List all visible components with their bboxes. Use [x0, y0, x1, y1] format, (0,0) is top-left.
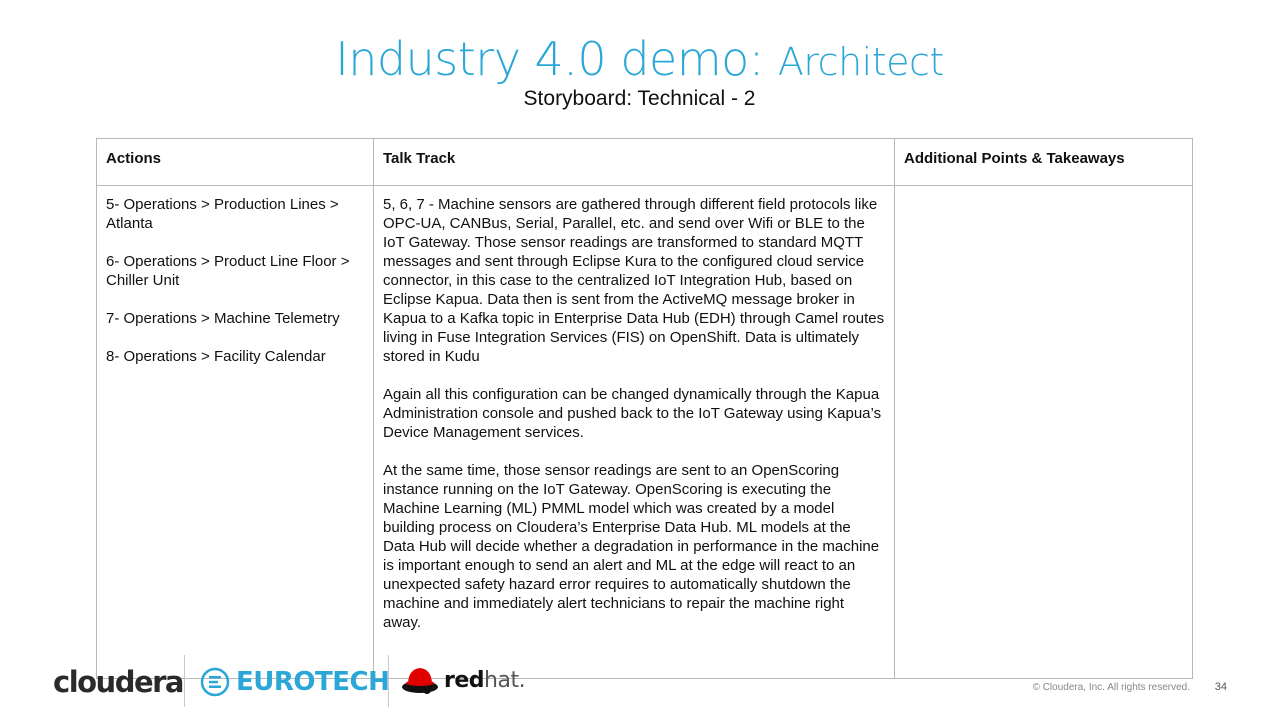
actions-column: Actions 5- Operations > Production Lines… — [97, 139, 374, 678]
talk-track-header: Talk Track — [383, 150, 456, 167]
slide-title-sub: Architect — [777, 40, 944, 84]
redhat-wordmark: redhat. — [444, 667, 526, 693]
cloudera-logo: cloudera — [53, 665, 185, 699]
actions-cell: 5- Operations > Production Lines > Atlan… — [106, 195, 365, 385]
redhat-shadowman-icon — [402, 668, 438, 694]
eurotech-wordmark: EUROTECH — [236, 667, 390, 697]
slide-title: Industry 4.0 demo: Architect — [335, 32, 944, 86]
action-item: 7- Operations > Machine Telemetry — [106, 310, 340, 327]
header-divider — [97, 185, 1192, 186]
storyboard-table: Actions 5- Operations > Production Lines… — [96, 138, 1193, 679]
actions-header: Actions — [106, 150, 162, 167]
slide-footer: cloudera EUROTECH redhat. © Cloudera, In… — [0, 655, 1279, 707]
logo-divider — [184, 655, 185, 707]
eurotech-icon — [200, 667, 230, 697]
slide-subtitle: Storyboard: Technical - 2 — [523, 87, 756, 110]
additional-points-column: Additional Points & Takeaways — [895, 139, 1192, 678]
logo-divider — [388, 655, 389, 707]
talk-track-paragraph: At the same time, those sensor readings … — [383, 462, 880, 631]
talk-track-column: Talk Track 5, 6, 7 - Machine sensors are… — [374, 139, 895, 678]
action-item: 8- Operations > Facility Calendar — [106, 348, 326, 365]
additional-points-header: Additional Points & Takeaways — [904, 150, 1125, 167]
copyright-notice: © Cloudera, Inc. All rights reserved. — [1032, 682, 1190, 693]
action-item: 5- Operations > Production Lines > Atlan… — [106, 196, 339, 232]
eurotech-logo: EUROTECH — [200, 667, 390, 697]
page-number: 34 — [1214, 681, 1227, 693]
action-item: 6- Operations > Product Line Floor > Chi… — [106, 253, 350, 289]
talk-track-paragraph: 5, 6, 7 - Machine sensors are gathered t… — [383, 196, 885, 365]
talk-track-cell: 5, 6, 7 - Machine sensors are gathered t… — [383, 195, 886, 651]
talk-track-paragraph: Again all this configuration can be chan… — [383, 386, 882, 441]
redhat-logo: redhat. — [400, 663, 526, 697]
slide-title-container: Industry 4.0 demo: Architect — [0, 30, 1279, 91]
slide-title-main: Industry 4.0 demo: — [335, 32, 764, 86]
slide-subtitle-container: Storyboard: Technical - 2 — [0, 86, 1279, 112]
